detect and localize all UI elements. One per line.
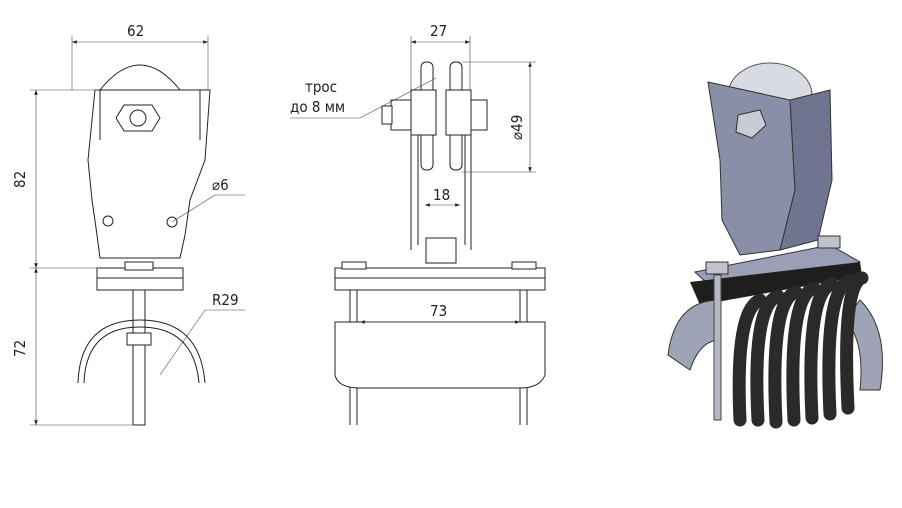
- dim-72: 72: [11, 340, 29, 357]
- dim-wheel-diameter: ⌀49: [508, 115, 526, 140]
- dim-radius: R29: [212, 291, 239, 309]
- dim-27: 27: [430, 22, 447, 40]
- side-view: 62 ⌀6 R29 82 72: [11, 22, 245, 426]
- front-view: 27 18 ⌀49 трос до 8 мм 73: [290, 22, 546, 425]
- isometric-render: [667, 62, 883, 429]
- dim-82: 82: [11, 171, 29, 188]
- dim-73: 73: [430, 302, 447, 320]
- dim-hole: ⌀6: [212, 176, 229, 194]
- dim-18: 18: [433, 186, 450, 204]
- cable-note-line1: трос: [305, 78, 337, 96]
- dim-62: 62: [127, 22, 144, 40]
- cable-note-line2: до 8 мм: [290, 98, 345, 116]
- cable-bundle: [732, 271, 869, 429]
